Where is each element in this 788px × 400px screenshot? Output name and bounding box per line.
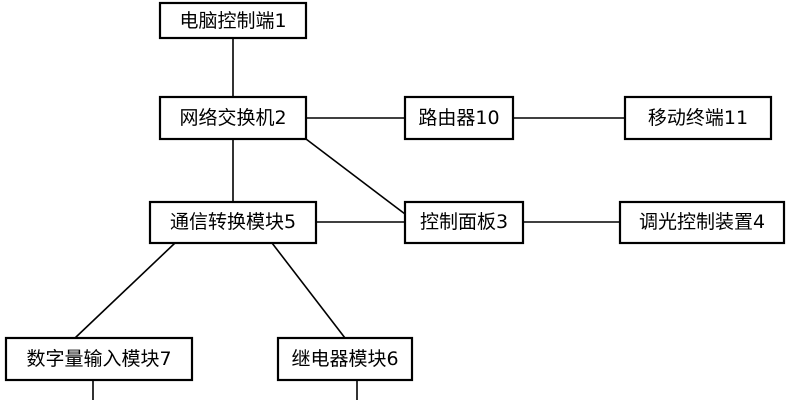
node-relay-module: 继电器模块6 — [276, 336, 414, 382]
connection-lines — [74, 38, 625, 400]
node-label: 继电器模块6 — [291, 348, 398, 370]
node-dimming-device: 调光控制装置4 — [618, 200, 786, 245]
node-router: 路由器10 — [403, 95, 515, 141]
node-label: 路由器10 — [418, 107, 499, 129]
edge-comm-module-to-digital-input — [74, 242, 176, 339]
node-label: 控制面板3 — [420, 211, 508, 233]
node-label: 调光控制装置4 — [639, 211, 765, 233]
node-digital-input-module: 数字量输入模块7 — [4, 336, 194, 382]
node-mobile-terminal: 移动终端11 — [623, 95, 773, 141]
node-network-switch: 网络交换机2 — [158, 95, 308, 141]
node-pc-terminal: 电脑控制端1 — [158, 1, 308, 40]
node-label: 电脑控制端1 — [179, 10, 286, 32]
edge-comm-module-to-relay — [271, 242, 346, 339]
node-control-panel: 控制面板3 — [403, 200, 525, 245]
node-label: 移动终端11 — [648, 107, 748, 129]
node-label: 数字量输入模块7 — [26, 348, 171, 370]
node-label: 网络交换机2 — [179, 107, 286, 129]
node-label: 通信转换模块5 — [170, 211, 296, 233]
node-comm-module: 通信转换模块5 — [148, 200, 318, 245]
edge-switch-to-control-panel — [305, 138, 406, 215]
